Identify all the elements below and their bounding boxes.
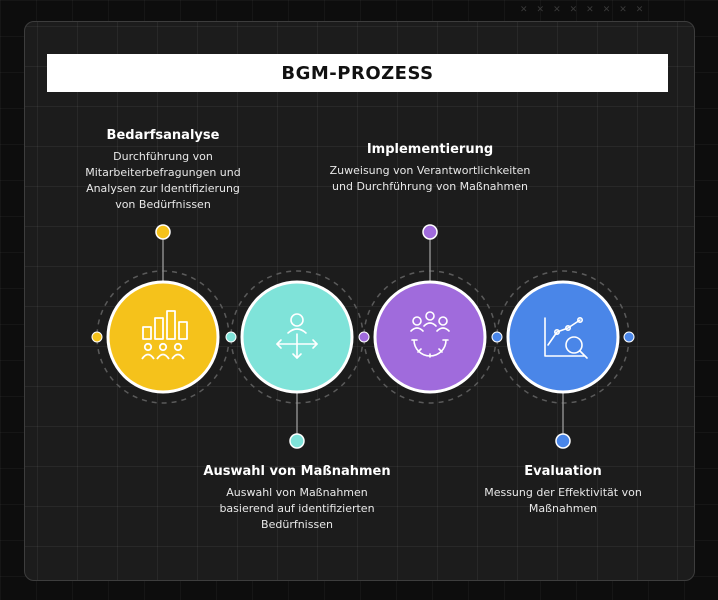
step-4-side-dot-left bbox=[491, 331, 503, 343]
step-1-description: Durchführung von Mitarbeiterbefragungen … bbox=[85, 150, 241, 211]
bar-chart-people-icon bbox=[141, 310, 188, 360]
chart-magnifier-icon bbox=[544, 316, 588, 359]
page-title: BGM-PROZESS bbox=[281, 62, 434, 84]
step-4-side-dot-right bbox=[623, 331, 635, 343]
step-1-side-dot bbox=[91, 331, 103, 343]
step-4-description: Messung der Effektivität von Maßnahmen bbox=[484, 486, 642, 515]
step-2-description: Auswahl von Maßnahmen basierend auf iden… bbox=[219, 486, 375, 531]
step-3-circle bbox=[373, 280, 487, 394]
person-directions-icon bbox=[276, 313, 318, 359]
step-4-label: Evaluation Messung der Effektivität von … bbox=[483, 464, 643, 517]
step-2-bottom-dot bbox=[289, 433, 305, 449]
title-bar: BGM-PROZESS bbox=[47, 54, 668, 92]
team-gear-icon bbox=[410, 311, 450, 358]
step-3-title: Implementierung bbox=[366, 142, 494, 157]
step-3-description: Zuweisung von Verantwortlichkeiten und D… bbox=[329, 164, 531, 193]
step-1-title: Bedarfsanalyse bbox=[106, 128, 220, 143]
step-1-label: Bedarfsanalyse Durchführung von Mitarbei… bbox=[78, 128, 248, 213]
step-2-title: Auswahl von Maßnahmen bbox=[203, 464, 391, 479]
step-4-circle bbox=[506, 280, 620, 394]
step-1-top-dot bbox=[155, 224, 171, 240]
step-4-title: Evaluation bbox=[524, 464, 602, 479]
step-4-bottom-dot bbox=[555, 433, 571, 449]
step-2-label: Auswahl von Maßnahmen Auswahl von Maßnah… bbox=[202, 464, 392, 533]
step-2-side-dot bbox=[225, 331, 237, 343]
step-3-top-dot bbox=[422, 224, 438, 240]
step-3-side-dot bbox=[358, 331, 370, 343]
step-3-label: Implementierung Zuweisung von Verantwort… bbox=[327, 142, 533, 195]
